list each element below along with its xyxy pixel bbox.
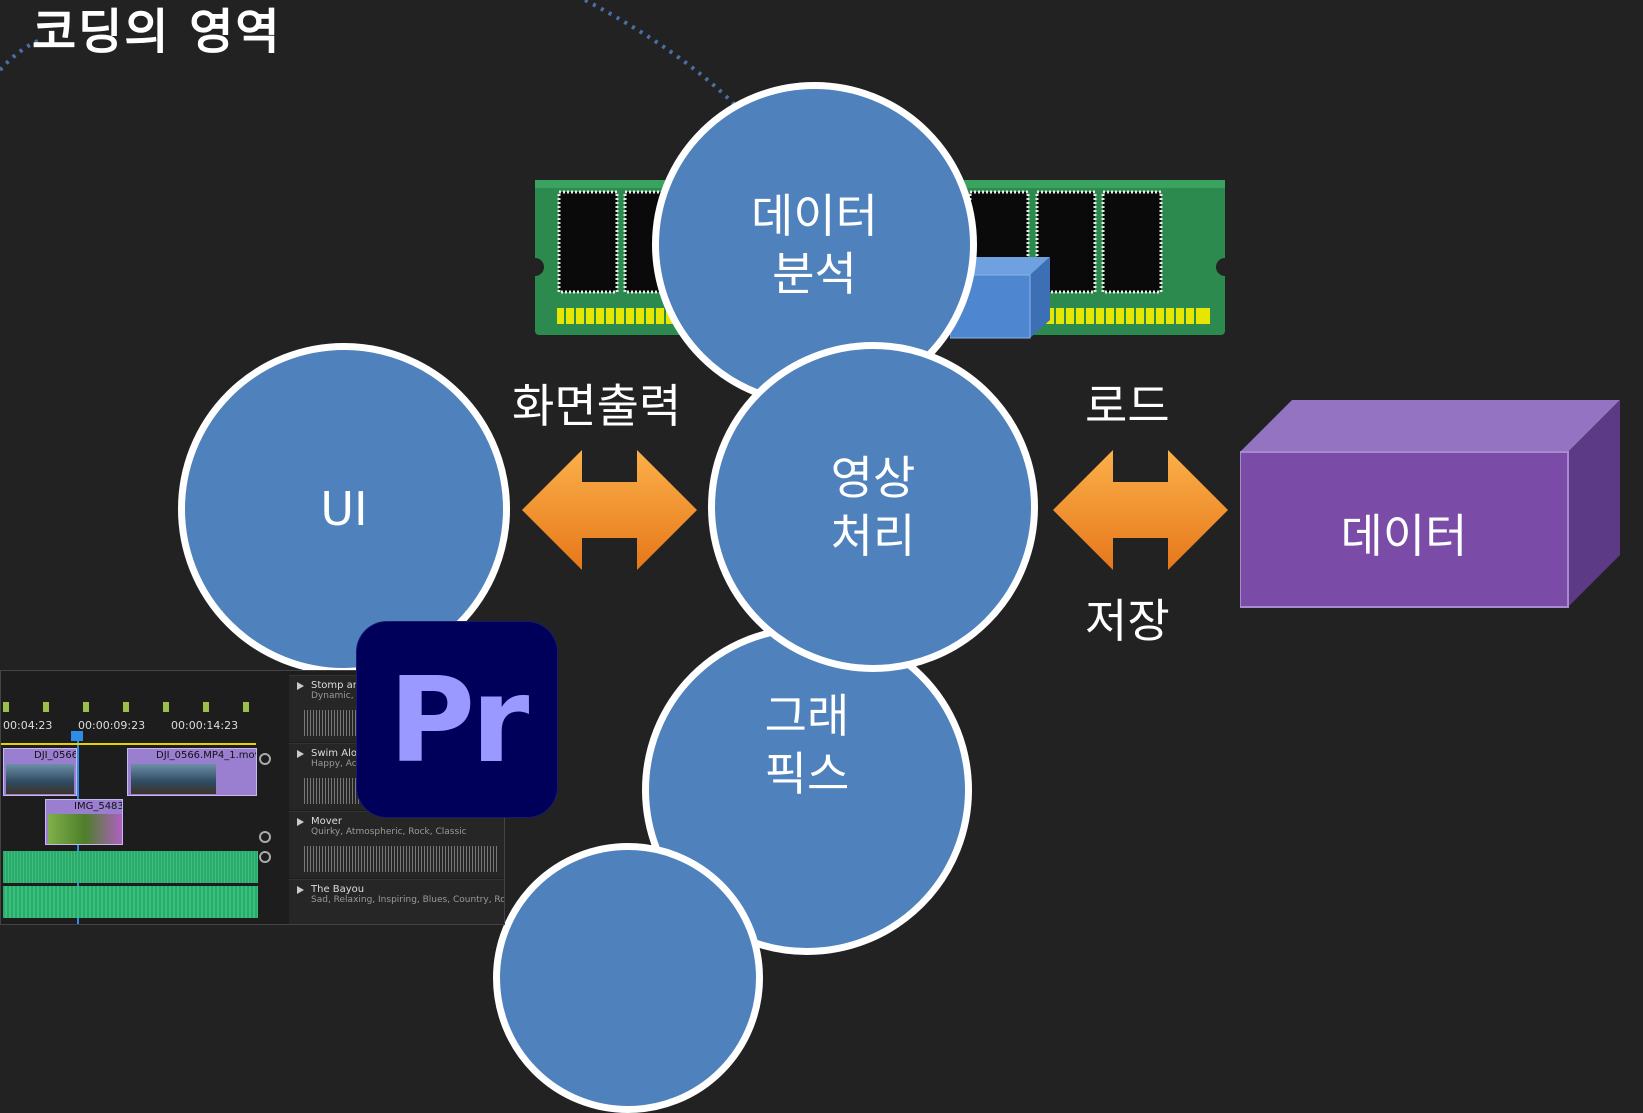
screen-output-double-arrow	[522, 450, 697, 570]
play-icon[interactable]	[297, 750, 304, 758]
premiere-logo-text: Pr	[357, 622, 557, 817]
library-item-tags: Sad, Relaxing, Inspiring, Blues, Country…	[311, 895, 505, 905]
load-save-double-arrow	[1053, 450, 1228, 570]
track-toggle-3[interactable]	[259, 851, 271, 863]
audio-track-1[interactable]	[3, 851, 258, 883]
timecode-3: 00:00:14:23	[171, 719, 238, 732]
video-processing-label: 영상 처리	[831, 449, 916, 565]
play-icon[interactable]	[297, 886, 304, 894]
load-label: 로드	[1085, 370, 1170, 436]
premiere-pro-logo: Pr	[357, 622, 557, 817]
video-clip-1[interactable]: DJI_0566	[3, 748, 77, 796]
library-item[interactable]: Mover Quirky, Atmospheric, Rock, Classic	[289, 811, 504, 878]
play-icon[interactable]	[297, 682, 304, 690]
library-item-name: The Bayou	[311, 884, 364, 895]
save-label: 저장	[1085, 585, 1170, 651]
timeline-markers	[1, 699, 291, 711]
track-toggle-2[interactable]	[259, 831, 271, 843]
partial-circle	[493, 843, 763, 1113]
timecode-2: 00:00:09:23	[78, 719, 145, 732]
video-clip-2[interactable]: DJI_0566.MP4_1.mov	[127, 748, 257, 796]
clip-title-1: DJI_0566	[34, 750, 77, 761]
audio-track-2[interactable]	[3, 886, 258, 918]
data-box-label: 데이터	[1240, 500, 1568, 566]
clip-thumbnail-1	[6, 764, 74, 794]
data-analysis-label: 데이터 분석	[751, 187, 878, 303]
video-clip-3[interactable]: IMG_5483	[45, 799, 123, 845]
clip-thumbnail-3	[48, 814, 122, 844]
playhead-handle[interactable]	[71, 731, 83, 741]
play-icon[interactable]	[297, 818, 304, 826]
video-processing-circle: 영상 처리	[708, 342, 1038, 672]
clip-thumbnail-2	[131, 764, 216, 794]
library-item-tags: Happy, Acc	[311, 759, 362, 769]
library-item-tags: Quirky, Atmospheric, Rock, Classic	[311, 827, 467, 837]
clip-title-2: DJI_0566.MP4_1.mov	[156, 750, 257, 761]
clip-title-3: IMG_5483	[74, 801, 123, 812]
graphics-label: 그래 픽스	[765, 687, 850, 803]
track-divider	[1, 743, 256, 745]
library-item-name: Mover	[311, 816, 342, 827]
timecode-1: 00:04:23	[3, 719, 52, 732]
ui-label: UI	[320, 480, 367, 538]
page-title: 코딩의 영역	[32, 0, 282, 62]
library-item[interactable]: The Bayou Sad, Relaxing, Inspiring, Blue…	[289, 879, 504, 925]
screen-output-label: 화면출력	[512, 370, 681, 436]
track-toggle-1[interactable]	[259, 753, 271, 765]
waveform	[304, 846, 499, 872]
